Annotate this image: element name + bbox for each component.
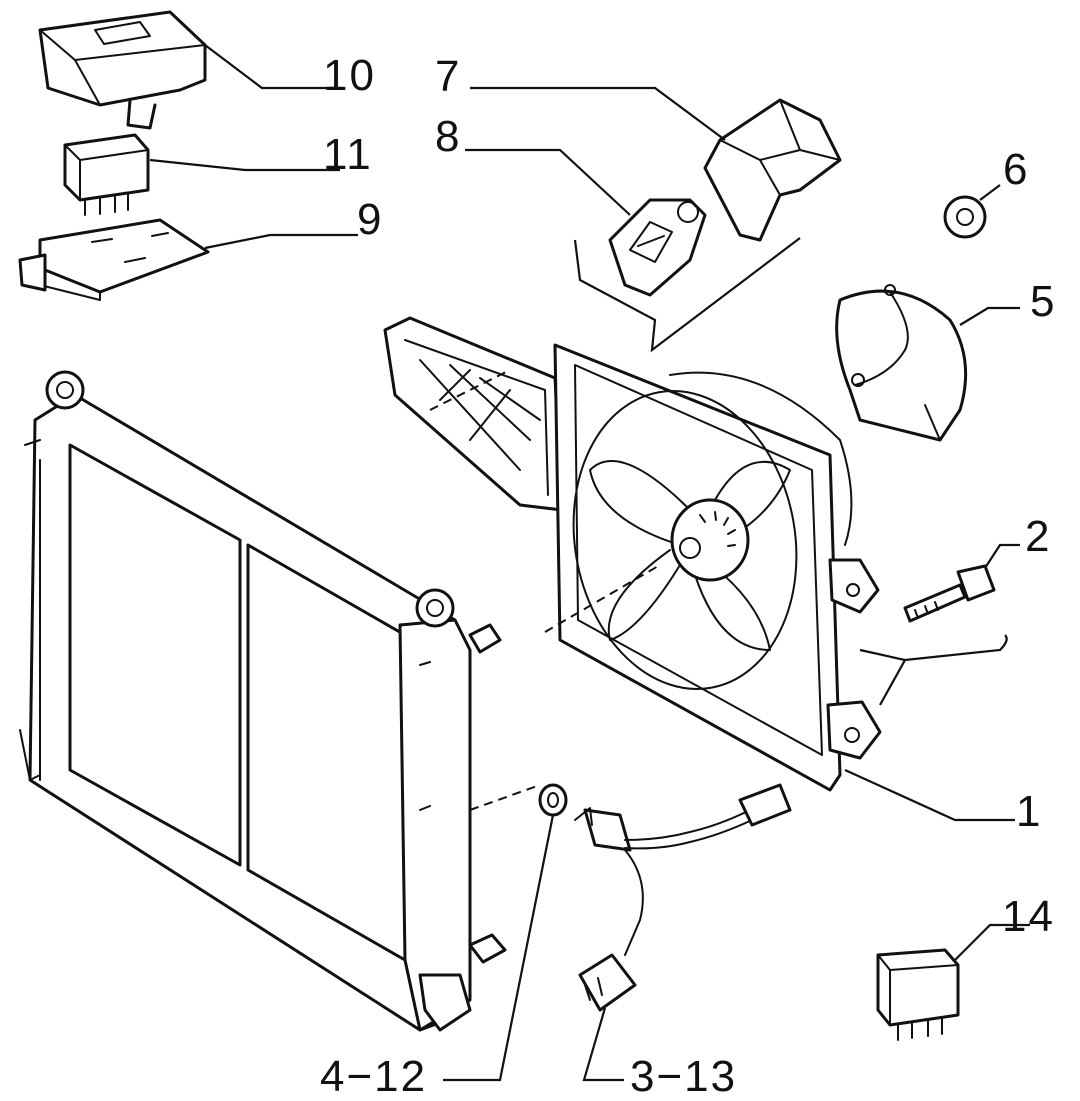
part-5-motor-cover	[835, 284, 968, 442]
leader-10	[204, 44, 340, 90]
leader-2	[984, 543, 1020, 569]
label-5: 5	[1030, 277, 1057, 326]
label-8: 8	[435, 112, 462, 161]
label-7: 7	[435, 52, 462, 101]
label-6: 6	[1003, 145, 1030, 194]
part-6-nut	[943, 195, 987, 239]
leader-4-12	[443, 814, 555, 1082]
part-14-relay	[876, 948, 960, 1041]
part-7-connector-cover	[703, 98, 842, 242]
label-14: 14	[1002, 892, 1055, 941]
leader-1	[844, 768, 1015, 822]
part-3-13-thermal-switch	[574, 783, 792, 1012]
leader-9	[204, 233, 358, 250]
part-4-12-washer	[538, 783, 568, 817]
leader-11	[149, 158, 340, 172]
label-4-12: 4−12	[320, 1052, 428, 1101]
leader-5	[959, 306, 1020, 326]
leader-6	[979, 184, 1001, 201]
label-10: 10	[323, 51, 376, 100]
part-10-relay-cover	[38, 10, 207, 130]
leader-ear-bracket	[859, 634, 1008, 706]
part-9-relay-bracket	[18, 218, 210, 301]
part-11-relay	[63, 133, 150, 216]
label-9: 9	[357, 195, 384, 244]
part-2-bolt	[903, 564, 996, 623]
leader-lines	[149, 44, 1030, 1082]
leader-3-13	[582, 1007, 624, 1082]
label-2: 2	[1025, 512, 1052, 561]
leader-8	[465, 148, 631, 216]
part-8-connector	[608, 198, 707, 297]
part-1-fan-shroud	[383, 316, 882, 792]
leader-fan-bracket	[573, 237, 801, 353]
leader-7	[470, 86, 726, 141]
radiator	[19, 370, 541, 1032]
label-11: 11	[323, 130, 373, 179]
label-1: 1	[1016, 787, 1043, 836]
label-3-13: 3−13	[630, 1052, 738, 1101]
leader-14	[954, 923, 1030, 961]
